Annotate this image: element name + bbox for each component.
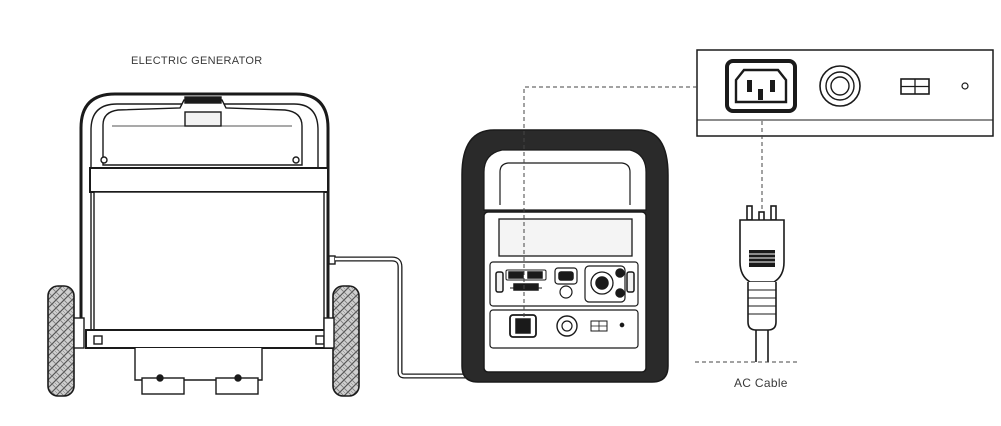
ac-cable-label: AC Cable	[734, 376, 788, 390]
input-panel-detail	[696, 49, 994, 137]
generator-icon	[47, 92, 360, 397]
generator-label: ELECTRIC GENERATOR	[131, 55, 263, 67]
ac-plug-icon	[739, 205, 785, 362]
dashed-connector-icon	[523, 86, 763, 318]
power-station-icon	[461, 129, 669, 383]
